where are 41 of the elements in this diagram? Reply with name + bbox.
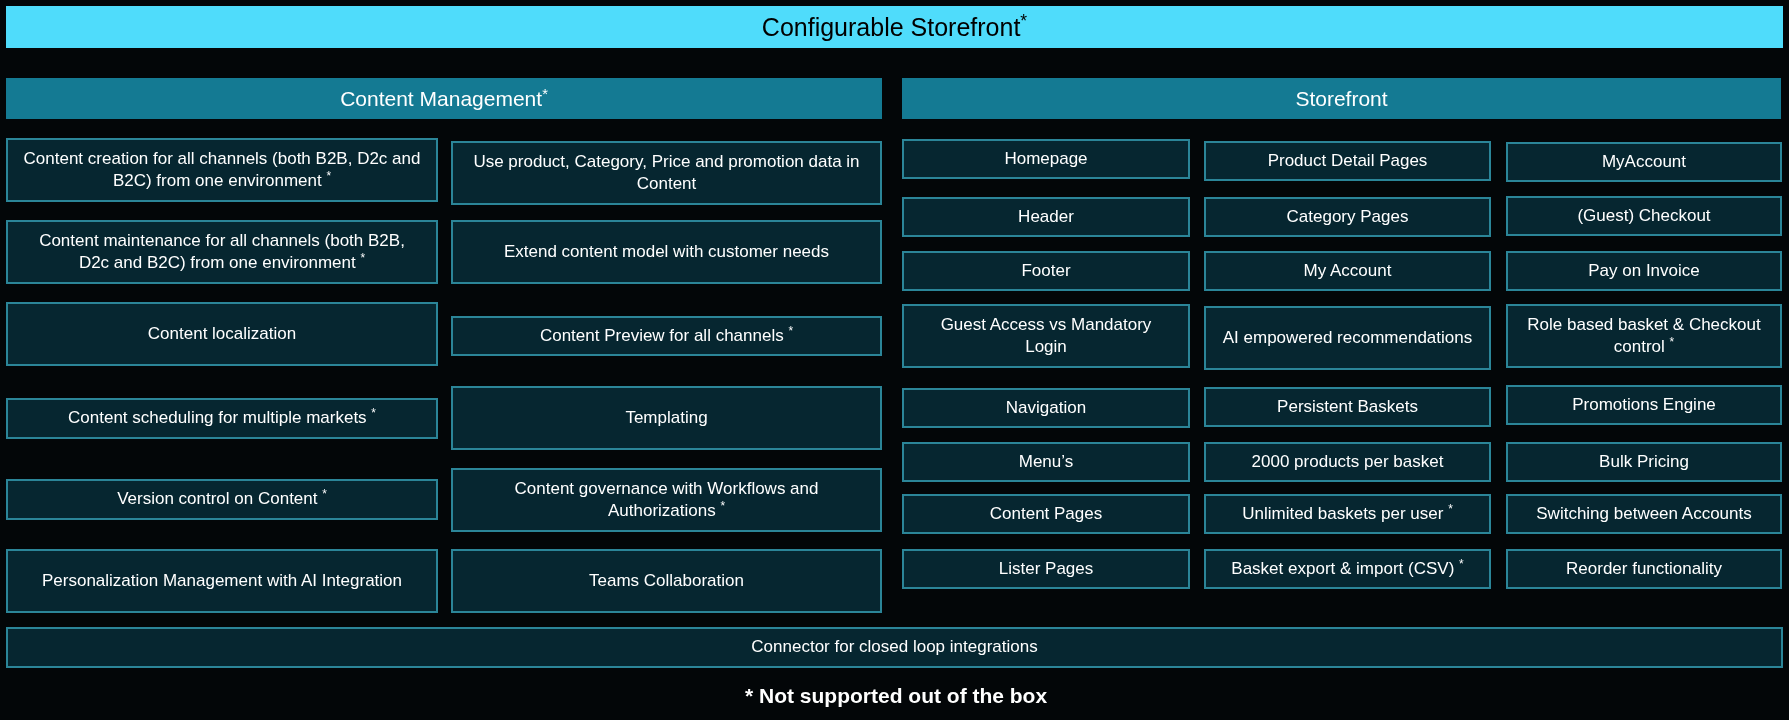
title-band: Configurable Storefront$^{*}$: [6, 6, 1783, 48]
feature-box: Basket export & import (CSV) $^{*}$: [1204, 549, 1491, 589]
feature-box: Pay on Invoice: [1506, 251, 1782, 291]
section-header-band: Storefront: [902, 78, 1781, 119]
footnote: * Not supported out of the box: [745, 684, 1048, 708]
feature-box: Content Preview for all channels $^{*}$: [451, 316, 882, 356]
feature-box: Templating: [451, 386, 882, 450]
feature-box: Reorder functionality: [1506, 549, 1782, 589]
feature-box: Connector for closed loop integrations: [6, 627, 1783, 668]
feature-box: Version control on Content $^{*}$: [6, 479, 438, 520]
feature-box: Navigation: [902, 388, 1190, 428]
feature-box: AI empowered recommendations: [1204, 306, 1491, 370]
feature-box: Homepage: [902, 139, 1190, 179]
feature-box: Teams Collaboration: [451, 549, 882, 613]
feature-box: Content localization: [6, 302, 438, 366]
feature-box: Content scheduling for multiple markets $^{*}$: [6, 398, 438, 439]
feature-box: Content Pages: [902, 494, 1190, 534]
feature-box: Content governance with Workflows and Authorizations $^{*}$: [451, 468, 882, 532]
feature-box: Menu’s: [902, 442, 1190, 482]
feature-box: Bulk Pricing: [1506, 442, 1782, 482]
feature-box: Content maintenance for all channels (both B2B, D2c and B2C) from one environment $^{*}$: [6, 220, 438, 284]
feature-box: Extend content model with customer needs: [451, 220, 882, 284]
feature-box: Header: [902, 197, 1190, 237]
feature-box: Promotions Engine: [1506, 385, 1782, 425]
feature-box: Unlimited baskets per user $^{*}$: [1204, 494, 1491, 534]
feature-box: Category Pages: [1204, 197, 1491, 237]
feature-box: Lister Pages: [902, 549, 1190, 589]
feature-box: Personalization Management with AI Integration: [6, 549, 438, 613]
feature-box: (Guest) Checkout: [1506, 196, 1782, 236]
feature-box: 2000 products per basket: [1204, 442, 1491, 482]
feature-box: Footer: [902, 251, 1190, 291]
feature-box: Use product, Category, Price and promotion data in Content: [451, 141, 882, 205]
feature-box: Product Detail Pages: [1204, 141, 1491, 181]
feature-box: Guest Access vs Mandatory Login: [902, 304, 1190, 368]
feature-box: Switching between Accounts: [1506, 494, 1782, 534]
section-header-band: Content Management$^{*}$: [6, 78, 882, 119]
feature-box: Persistent Baskets: [1204, 387, 1491, 427]
feature-box: Content creation for all channels (both B2B, D2c and B2C) from one environment $^{*}$: [6, 138, 438, 202]
feature-box: Role based basket & Checkout control $^{*}$: [1506, 304, 1782, 368]
feature-box: My Account: [1204, 251, 1491, 291]
feature-box: MyAccount: [1506, 142, 1782, 182]
